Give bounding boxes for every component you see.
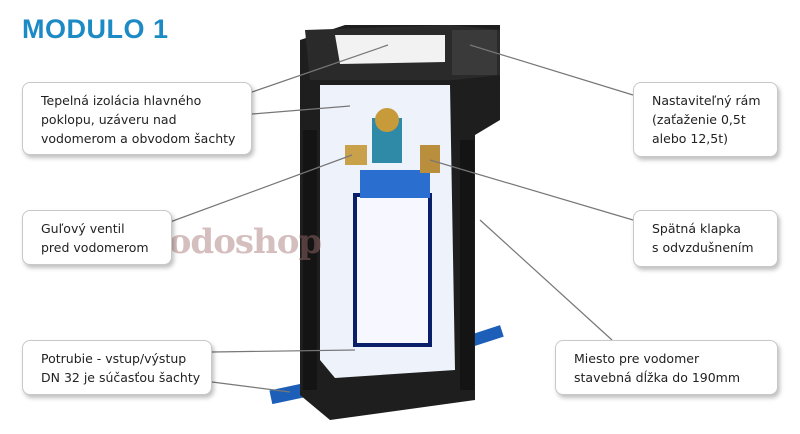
callout-line: Nastaviteľný rám bbox=[652, 93, 761, 108]
meter-chamber bbox=[353, 193, 432, 347]
callout-line: Potrubie - vstup/výstup bbox=[41, 351, 187, 366]
callout-line: Spätná klapka bbox=[652, 221, 741, 236]
callout-line: Guľový ventil bbox=[41, 221, 125, 236]
callout-line: s odvzdušnením bbox=[652, 240, 754, 255]
blue-base bbox=[360, 170, 430, 198]
callout-insulation: Tepelná izolácia hlavného poklopu, uzáve… bbox=[22, 82, 252, 155]
callout-pipes: Potrubie - vstup/výstup DN 32 je súčasťo… bbox=[22, 340, 212, 395]
top-frame-right bbox=[452, 30, 497, 75]
callout-line: stavebná dĺžka do 190mm bbox=[574, 370, 741, 385]
meter-dial bbox=[375, 108, 399, 132]
callout-check-valve: Spätná klapka s odvzdušnením bbox=[633, 210, 778, 267]
page-title: MODULO 1 bbox=[22, 14, 169, 44]
leader-lines bbox=[169, 44, 634, 393]
callout-line: (zaťaženie 0,5t bbox=[652, 112, 746, 127]
callout-meter-place: Miesto pre vodomer stavebná dĺžka do 190… bbox=[555, 340, 778, 395]
watermark: vodoshop bbox=[150, 222, 322, 262]
lid-insulation bbox=[335, 35, 445, 64]
ribs-right bbox=[460, 140, 474, 390]
callout-line: vodomerom a obvodom šachty bbox=[41, 131, 236, 146]
callout-line: DN 32 je súčasťou šachty bbox=[41, 370, 201, 385]
callout-frame: Nastaviteľný rám (zaťaženie 0,5t alebo 1… bbox=[633, 82, 778, 157]
callout-line: Tepelná izolácia hlavného bbox=[41, 93, 202, 108]
check-valve bbox=[420, 145, 440, 173]
callout-line: pred vodomerom bbox=[41, 240, 149, 255]
callout-line: poklopu, uzáveru nad bbox=[41, 112, 177, 127]
ball-valve bbox=[345, 145, 367, 165]
callout-line: alebo 12,5t) bbox=[652, 131, 728, 146]
ribs-left bbox=[303, 130, 317, 390]
callout-line: Miesto pre vodomer bbox=[574, 351, 700, 366]
callout-ball-valve: Guľový ventil pred vodomerom bbox=[22, 210, 172, 265]
